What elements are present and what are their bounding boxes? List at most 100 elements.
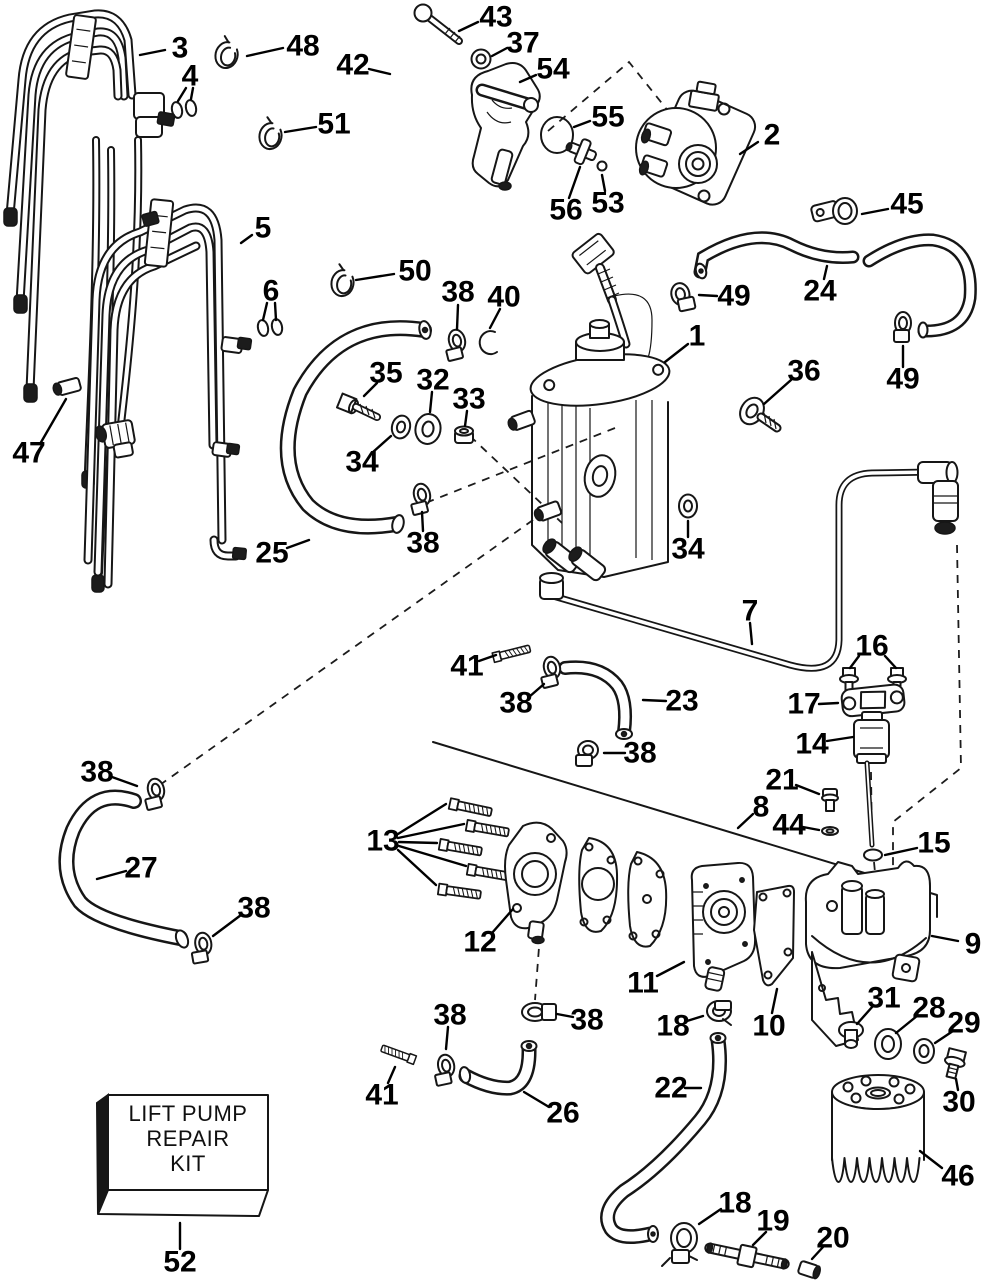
callout-3: 3: [172, 32, 189, 65]
leader-line-49: [697, 293, 719, 298]
leader-line-13: [396, 822, 466, 840]
callout-21: 21: [765, 764, 798, 797]
leader-line-21: [794, 783, 821, 796]
leader-line-43: [457, 20, 480, 33]
clamp-49-right: [893, 311, 912, 343]
leader-line-28: [894, 1014, 919, 1035]
callout-13: 13: [366, 825, 399, 858]
callout-19: 19: [756, 1205, 789, 1238]
fuel-filter-46: [831, 1074, 925, 1183]
callout-18: 18: [656, 1010, 689, 1043]
callout-54: 54: [536, 53, 570, 86]
pump-cover-12: [504, 821, 568, 945]
gasket-10: [753, 884, 795, 987]
leader-line-3: [138, 48, 167, 57]
spacer-31: [838, 1021, 864, 1049]
screw-41b: [379, 1043, 418, 1066]
callout-40: 40: [487, 281, 520, 314]
callout-20: 20: [816, 1222, 849, 1255]
callout-28: 28: [912, 992, 945, 1025]
leader-line-17: [817, 701, 840, 706]
leader-line-4: [176, 86, 188, 103]
clamp-38c: [535, 654, 566, 690]
leader-line-32: [428, 390, 434, 414]
kit-box-line-3: KIT: [170, 1151, 206, 1176]
callout-29: 29: [947, 1007, 980, 1040]
leader-line-31: [855, 1004, 875, 1026]
clamp-38d: [575, 740, 599, 767]
clamp-38b: [405, 481, 436, 517]
leader-line-53: [600, 173, 607, 193]
fitting-56: [565, 138, 597, 166]
leader-line-56: [567, 165, 582, 200]
washer-29: [913, 1038, 935, 1064]
lift-pump-assembly-2: [635, 80, 757, 206]
leader-line-37: [490, 46, 509, 58]
leader-line-5: [239, 233, 254, 245]
leader-line-14: [825, 735, 855, 743]
leader-line-41: [386, 1065, 397, 1085]
leader-line-26: [522, 1090, 551, 1109]
callout-25: 25: [255, 537, 288, 570]
callout-53: 53: [591, 187, 624, 220]
leader-line-18: [685, 1014, 705, 1023]
leader-line-10: [770, 987, 779, 1015]
leader-line-15: [883, 846, 919, 857]
callout-27: 27: [124, 852, 157, 885]
leader-line-19: [751, 1230, 768, 1247]
washer-34b: [678, 493, 698, 519]
leader-line-1: [663, 342, 690, 364]
clamp-51: [256, 115, 286, 152]
grommet-32: [414, 413, 442, 445]
clamp-18a: [706, 1000, 732, 1026]
hose-26: [458, 1040, 538, 1096]
callout-51: 51: [317, 108, 350, 141]
clamp-50: [328, 262, 358, 299]
washer-37: [470, 48, 492, 70]
callout-38: 38: [570, 1004, 603, 1037]
hose-24: [693, 231, 977, 339]
leader-line-42: [367, 67, 392, 76]
callout-1: 1: [689, 320, 706, 353]
callout-38: 38: [499, 687, 532, 720]
callout-49: 49: [717, 280, 750, 313]
washer-44: [821, 826, 839, 836]
callout-36: 36: [787, 355, 820, 388]
callout-55: 55: [591, 101, 624, 134]
callout-38: 38: [623, 737, 656, 770]
repair-kit-box: LIFT PUMP REPAIR KIT: [95, 1093, 269, 1217]
hose-25: [279, 320, 432, 535]
leader-line-54: [518, 73, 538, 84]
callout-10: 10: [752, 1010, 785, 1043]
cap-20: [797, 1260, 821, 1280]
callout-24: 24: [803, 275, 837, 308]
bolt-35: [335, 392, 381, 421]
leader-line-2: [738, 140, 760, 156]
vapor-separator-1: [507, 232, 671, 582]
callout-41: 41: [365, 1079, 398, 1112]
leader-line-13: [396, 848, 438, 887]
callout-15: 15: [917, 827, 950, 860]
pigtail-connector: [571, 232, 653, 359]
leader-line-45: [860, 207, 890, 216]
clamp-38f: [187, 930, 216, 965]
screw-21: [821, 788, 839, 812]
fitting-36: [739, 396, 782, 433]
leader-line-18: [697, 1207, 723, 1226]
hose-23: [558, 660, 633, 740]
leader-line-16: [883, 654, 898, 670]
callout-41: 41: [450, 650, 483, 683]
clamp-38a: [440, 327, 471, 363]
leader-line-38: [420, 510, 425, 533]
callout-38: 38: [406, 527, 439, 560]
kit-box-line-1: LIFT PUMP: [128, 1101, 247, 1126]
seal-28: [874, 1028, 902, 1060]
callout-42: 42: [336, 49, 369, 82]
oring-6b: [270, 318, 284, 336]
leader-line-24: [822, 264, 829, 281]
gasket-a: [578, 837, 619, 933]
fuel-pipe-7: [539, 461, 959, 672]
callout-45: 45: [890, 188, 923, 221]
leader-line-27: [95, 869, 128, 881]
callout-6: 6: [263, 275, 280, 308]
